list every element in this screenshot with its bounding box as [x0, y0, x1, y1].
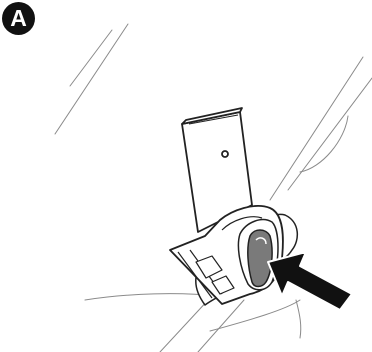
arrow-pointing-at-release-button-icon: [268, 252, 352, 310]
